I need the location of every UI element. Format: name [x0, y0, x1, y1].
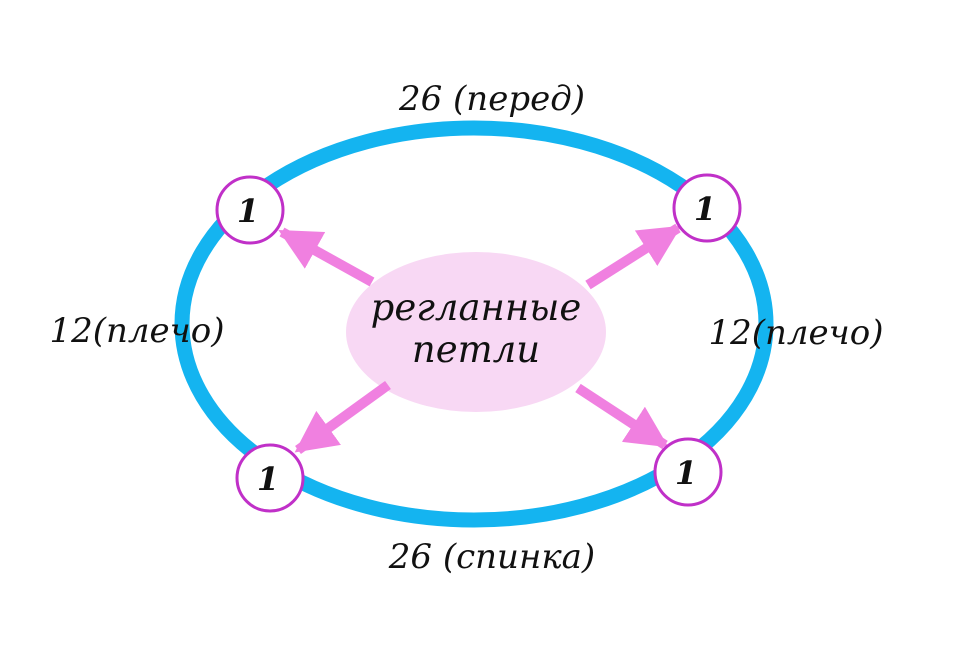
- center-line-2: петли: [412, 328, 540, 371]
- node-label: 1: [694, 190, 716, 228]
- label-left: 12(плечо): [49, 311, 224, 351]
- node-label: 1: [257, 460, 279, 498]
- center-ellipse: [346, 252, 606, 412]
- node-top-right: 1: [672, 173, 742, 243]
- node-label: 1: [675, 454, 697, 492]
- arrow-bottom-right: [575, 383, 669, 450]
- node-bottom-right: 1: [653, 437, 723, 507]
- ring: [174, 120, 774, 528]
- label-bottom: 26 (спинка): [388, 537, 595, 577]
- node-bottom-left: 1: [235, 443, 305, 513]
- label-top: 26 (перед): [398, 79, 585, 119]
- arrow-top-left: [278, 227, 375, 287]
- arrow-top-right: [585, 223, 682, 290]
- node-label: 1: [237, 192, 259, 230]
- label-right: 12(плечо): [708, 313, 883, 353]
- arrow-bottom-left: [294, 380, 391, 455]
- node-top-left: 1: [215, 175, 285, 245]
- center-line-1: регланные: [371, 286, 582, 329]
